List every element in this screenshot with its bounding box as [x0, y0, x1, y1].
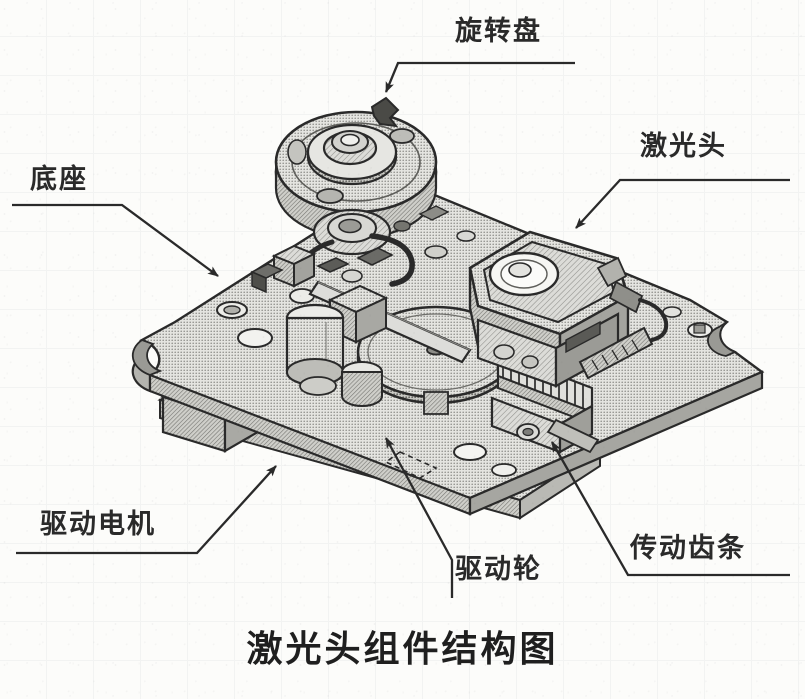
leader-turntable: [384, 61, 575, 93]
leader-laser-head: [575, 178, 790, 229]
leader-gear-rack: [551, 441, 790, 577]
callout-label-laser-head: 激光头: [640, 131, 727, 162]
laser-head: [468, 230, 669, 388]
leader-base: [12, 203, 219, 277]
callout-label-turntable: 旋转盘: [455, 16, 542, 47]
callout-leaders: [12, 61, 790, 598]
chassis-small-parts: [250, 205, 600, 454]
leader-drive-wheel: [384, 437, 454, 598]
callout-label-gear-rack: 传动齿条: [630, 533, 746, 564]
spindle-mechanism-detail: [271, 208, 472, 407]
turntable: [274, 96, 438, 240]
callout-label-base: 底座: [30, 164, 88, 195]
figure-caption: 激光头组件结构图: [246, 629, 559, 670]
leader-drive-motor: [16, 465, 277, 555]
callout-label-drive-motor: 驱动电机: [40, 509, 156, 540]
callout-label-drive-wheel: 驱动轮: [455, 554, 542, 585]
